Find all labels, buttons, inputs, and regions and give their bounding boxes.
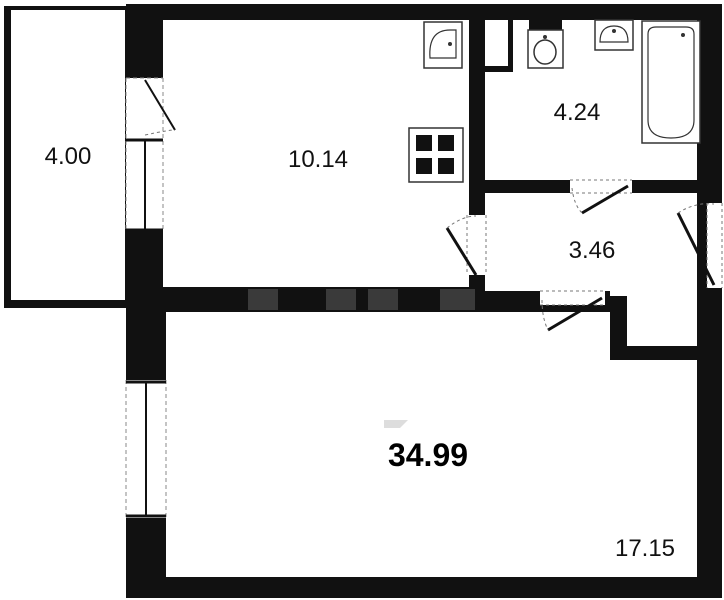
entrance-door (676, 212, 716, 286)
entrance-door-opening (707, 203, 722, 288)
wall-texture (248, 289, 278, 310)
hallway-closet-wall (610, 296, 627, 348)
bathroom-door (581, 184, 629, 215)
wall-texture (368, 289, 398, 310)
hallway-area-label: 3.46 (569, 237, 616, 264)
balcony-area-label: 4.00 (45, 143, 92, 170)
kitchen-door-opening (467, 215, 486, 275)
total-area-label: 34.99 (388, 437, 468, 473)
kitchen-door (445, 227, 478, 276)
kitchen-area-label: 10.14 (288, 146, 348, 173)
total-area-marker (384, 420, 408, 428)
living-door-opening (540, 291, 605, 305)
sink-icon (594, 19, 634, 51)
living-area-label: 17.15 (615, 535, 675, 562)
stove-icon (408, 127, 464, 183)
wall-texture (440, 289, 475, 310)
kitchen-living-wall (163, 287, 485, 312)
toilet-icon (527, 12, 564, 69)
bathroom-area-label: 4.24 (554, 99, 601, 126)
bathroom-door-opening (570, 180, 632, 193)
wall-texture (326, 289, 356, 310)
hallway-room (485, 193, 697, 296)
hallway-closet-bottom-wall (610, 346, 697, 360)
sink-icon (423, 21, 463, 69)
right-wall-segment (697, 291, 722, 361)
living-door (547, 296, 603, 332)
shaft (485, 20, 508, 66)
balcony-room (11, 10, 125, 300)
bathtub-icon (641, 20, 701, 144)
